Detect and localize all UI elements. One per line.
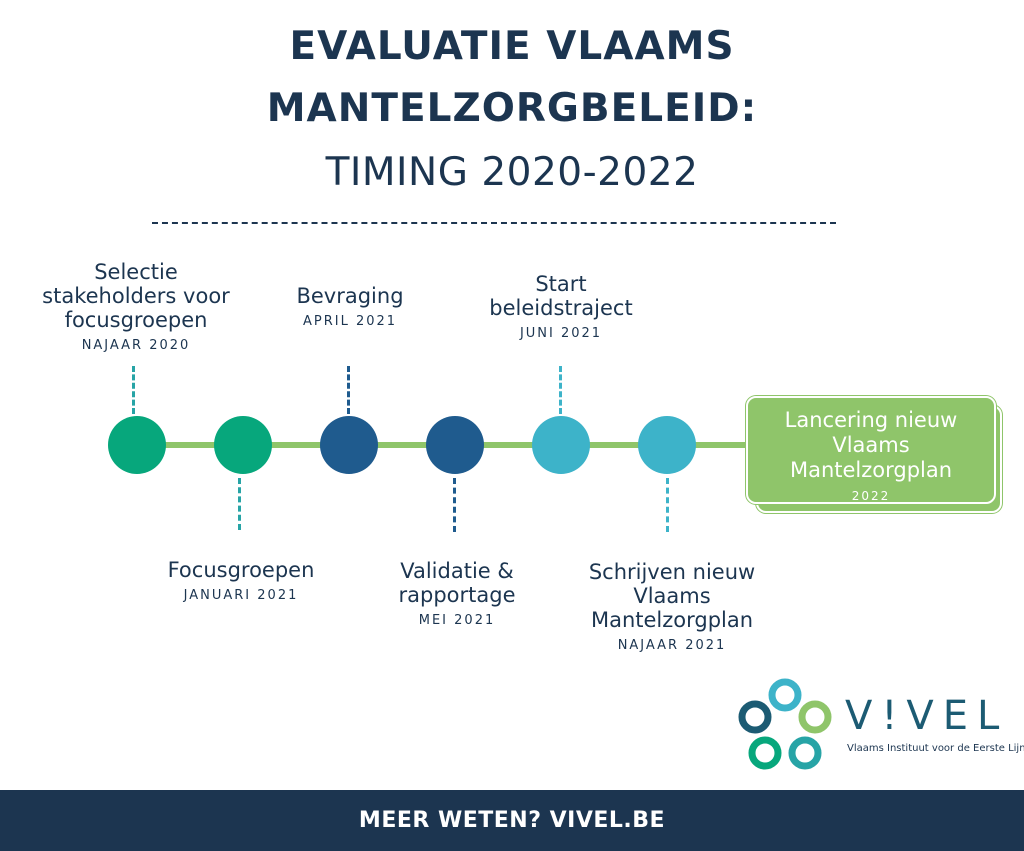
step-label-1: Selectie stakeholders voor focusgroepen … — [20, 260, 252, 353]
final-milestone-title: Lancering nieuw Vlaams Mantelzorgplan — [784, 408, 958, 482]
connector-4 — [453, 478, 456, 532]
step-title-2: Focusgroepen — [167, 558, 315, 582]
timeline-node-4 — [426, 416, 484, 474]
final-milestone-date: 2022 — [851, 489, 891, 503]
connector-2 — [238, 478, 241, 530]
connector-6 — [666, 478, 669, 532]
step-title-4: Validatie & rapportage — [398, 559, 516, 607]
timeline-node-5 — [532, 416, 590, 474]
step-label-5: Start beleidstraject JUNI 2021 — [458, 272, 664, 341]
step-label-3: Bevraging APRIL 2021 — [250, 284, 450, 329]
footer-bar: MEER WETEN? VIVEL.BE — [0, 790, 1024, 851]
footer-link[interactable]: MEER WETEN? VIVEL.BE — [358, 808, 666, 833]
step-title-6: Schrijven nieuw Vlaams Mantelzorgplan — [588, 560, 756, 632]
step-label-4: Validatie & rapportage MEI 2021 — [352, 559, 562, 628]
vivel-flower-icon — [738, 678, 832, 770]
timeline-node-3 — [320, 416, 378, 474]
connector-3 — [347, 366, 350, 414]
step-date-5: JUNI 2021 — [519, 326, 603, 341]
step-date-6: NAJAAR 2021 — [617, 638, 727, 653]
step-date-4: MEI 2021 — [418, 613, 496, 628]
step-title-5: Start beleidstraject — [489, 272, 633, 320]
timeline-node-6 — [638, 416, 696, 474]
timeline-node-2 — [214, 416, 272, 474]
connector-1 — [132, 366, 135, 414]
step-title-3: Bevraging — [296, 284, 404, 308]
step-date-3: APRIL 2021 — [302, 314, 398, 329]
title-divider — [152, 222, 836, 224]
logo-subtitle: Vlaams Instituut voor de Eerste Lijn — [847, 743, 1024, 754]
title-line-2: MANTELZORGBELEID: — [266, 86, 758, 131]
step-date-2: JANUARI 2021 — [183, 588, 299, 603]
connector-5 — [559, 366, 562, 414]
logo-name: V!VEL — [845, 693, 1009, 739]
step-label-2: Focusgroepen JANUARI 2021 — [122, 558, 360, 603]
title-line-3: TIMING 2020-2022 — [325, 150, 699, 195]
vivel-logo: V!VEL Vlaams Instituut voor de Eerste Li… — [735, 675, 1024, 780]
step-title-1: Selectie stakeholders voor focusgroepen — [42, 260, 230, 332]
step-label-6: Schrijven nieuw Vlaams Mantelzorgplan NA… — [556, 560, 788, 653]
timeline-node-1 — [108, 416, 166, 474]
final-milestone-box: Lancering nieuw Vlaams Mantelzorgplan 20… — [746, 396, 996, 504]
title-line-1: EVALUATIE VLAAMS — [289, 24, 735, 69]
step-date-1: NAJAAR 2020 — [81, 338, 191, 353]
